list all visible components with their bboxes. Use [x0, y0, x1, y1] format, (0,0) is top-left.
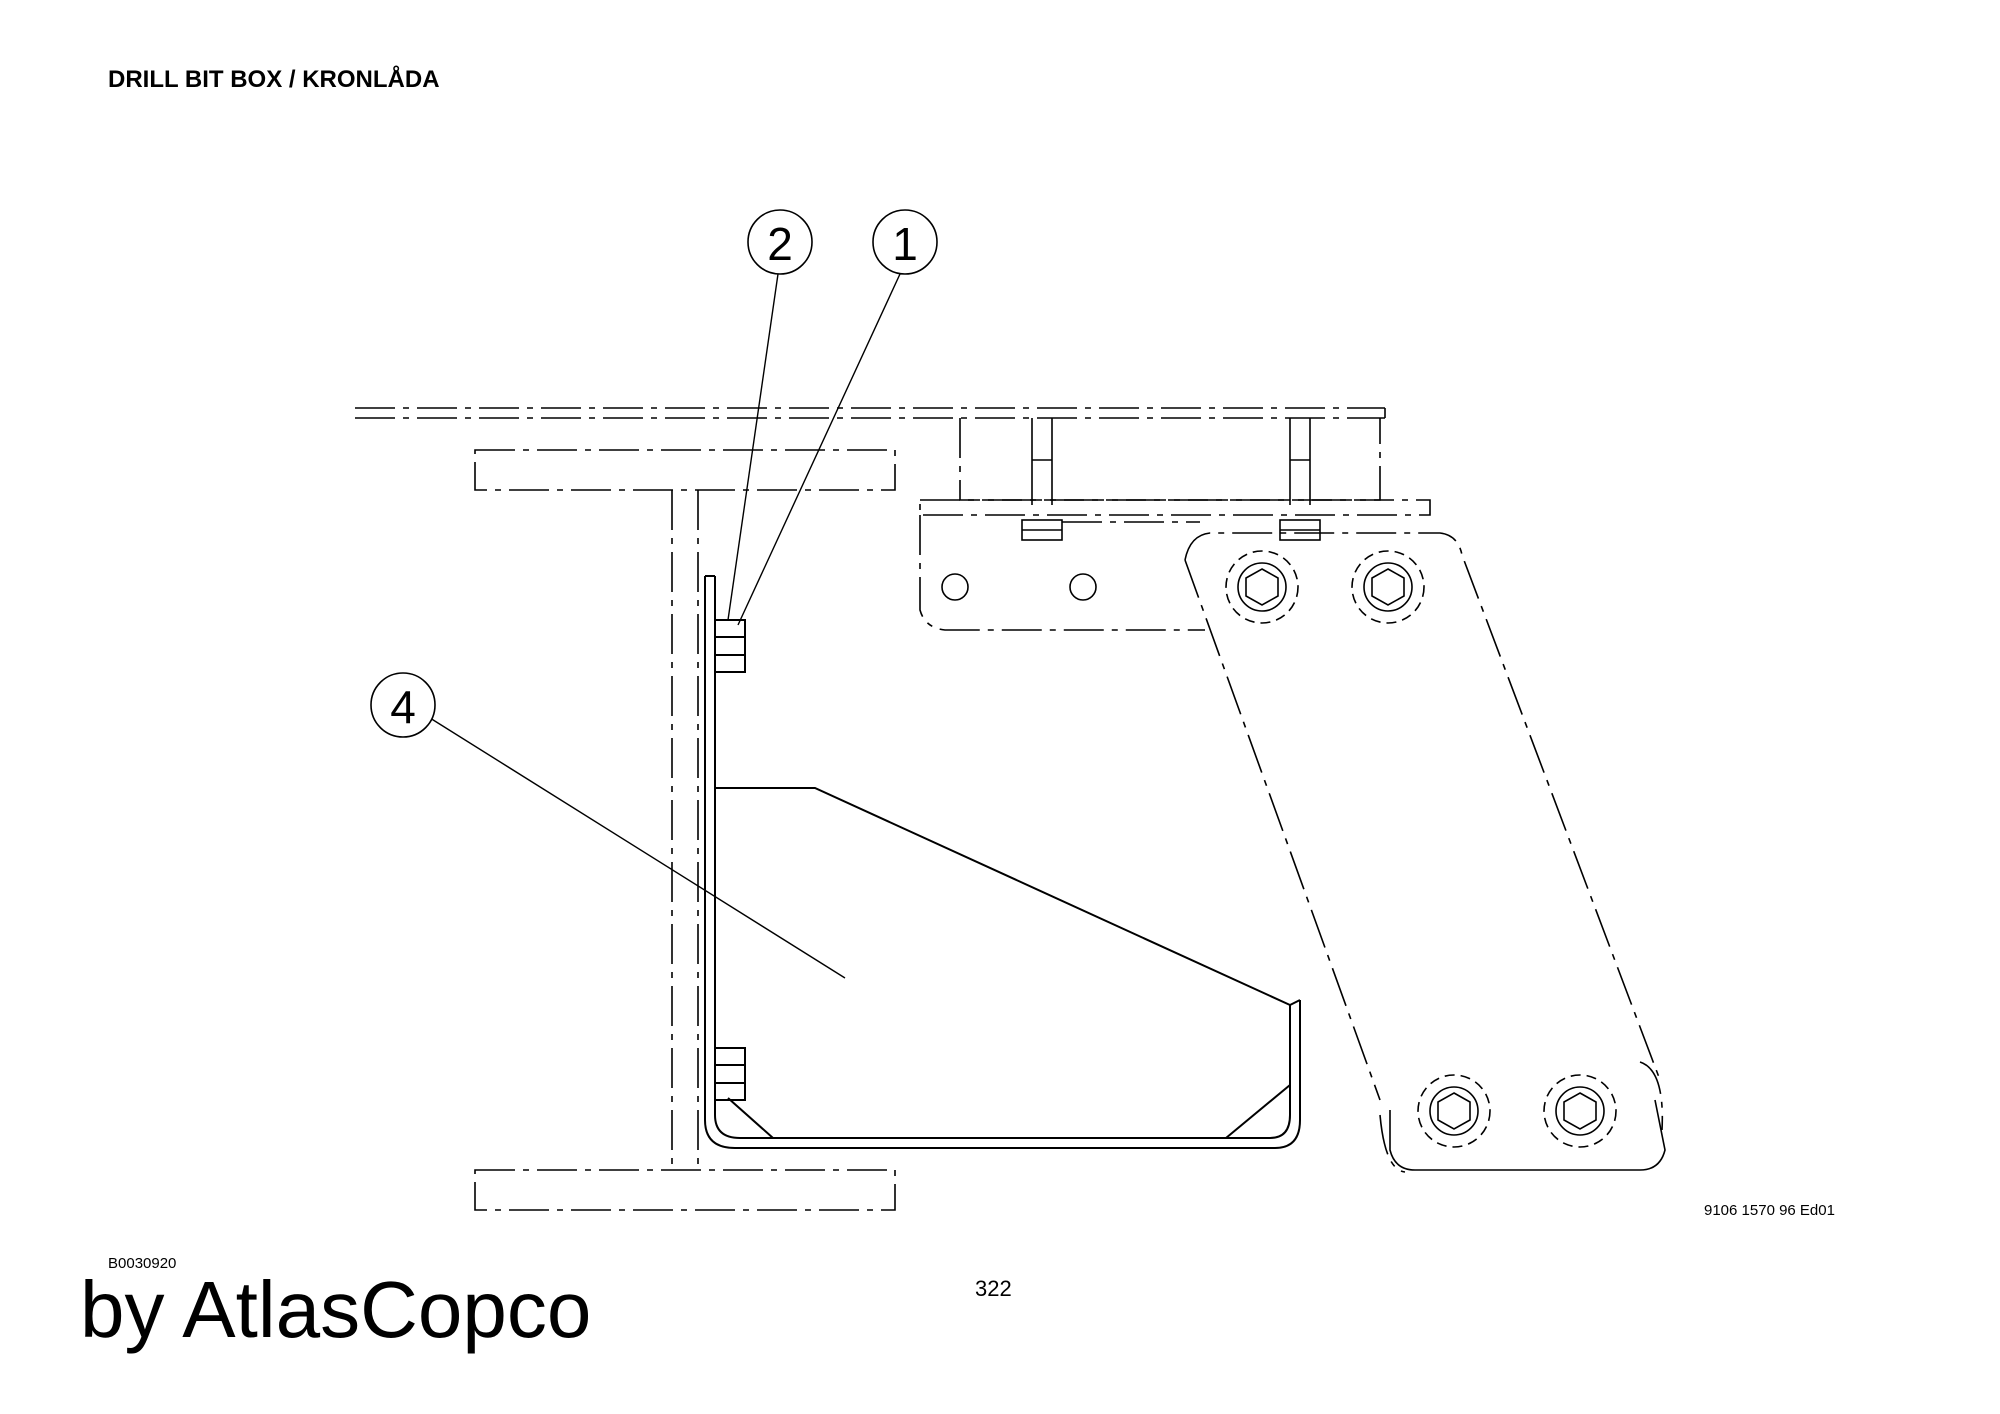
callout-1: 1: [872, 209, 938, 275]
threaded-studs: [1021, 418, 1321, 541]
lower-flange-outline: [474, 1169, 896, 1211]
drill-bit-box: [704, 575, 1301, 1149]
svg-text:1: 1: [892, 218, 918, 270]
callout-4: 4: [370, 672, 436, 738]
page-number: 322: [975, 1276, 1012, 1301]
top-plate-outline: [355, 407, 1386, 419]
callout-2: 2: [747, 209, 813, 275]
svg-text:2: 2: [767, 218, 793, 270]
leader-lines: [429, 273, 901, 979]
link-arm-outline: [1184, 532, 1664, 1173]
brand-footer: by AtlasCopco: [80, 1265, 592, 1354]
svg-text:4: 4: [390, 681, 416, 733]
box-bolts: [714, 619, 746, 1101]
bolt-heads: [1225, 550, 1617, 1148]
upper-flange-outline: [474, 449, 896, 491]
horizontal-bracket-outline: [919, 515, 1205, 631]
document-code: 9106 1570 96 Ed01: [1704, 1202, 1835, 1219]
drawing-reference: B0030920: [108, 1255, 177, 1272]
beam-web-outline: [671, 490, 699, 1170]
mounting-block-outline: [919, 418, 1431, 516]
page-title: DRILL BIT BOX / KRONLÅDA: [108, 66, 440, 93]
